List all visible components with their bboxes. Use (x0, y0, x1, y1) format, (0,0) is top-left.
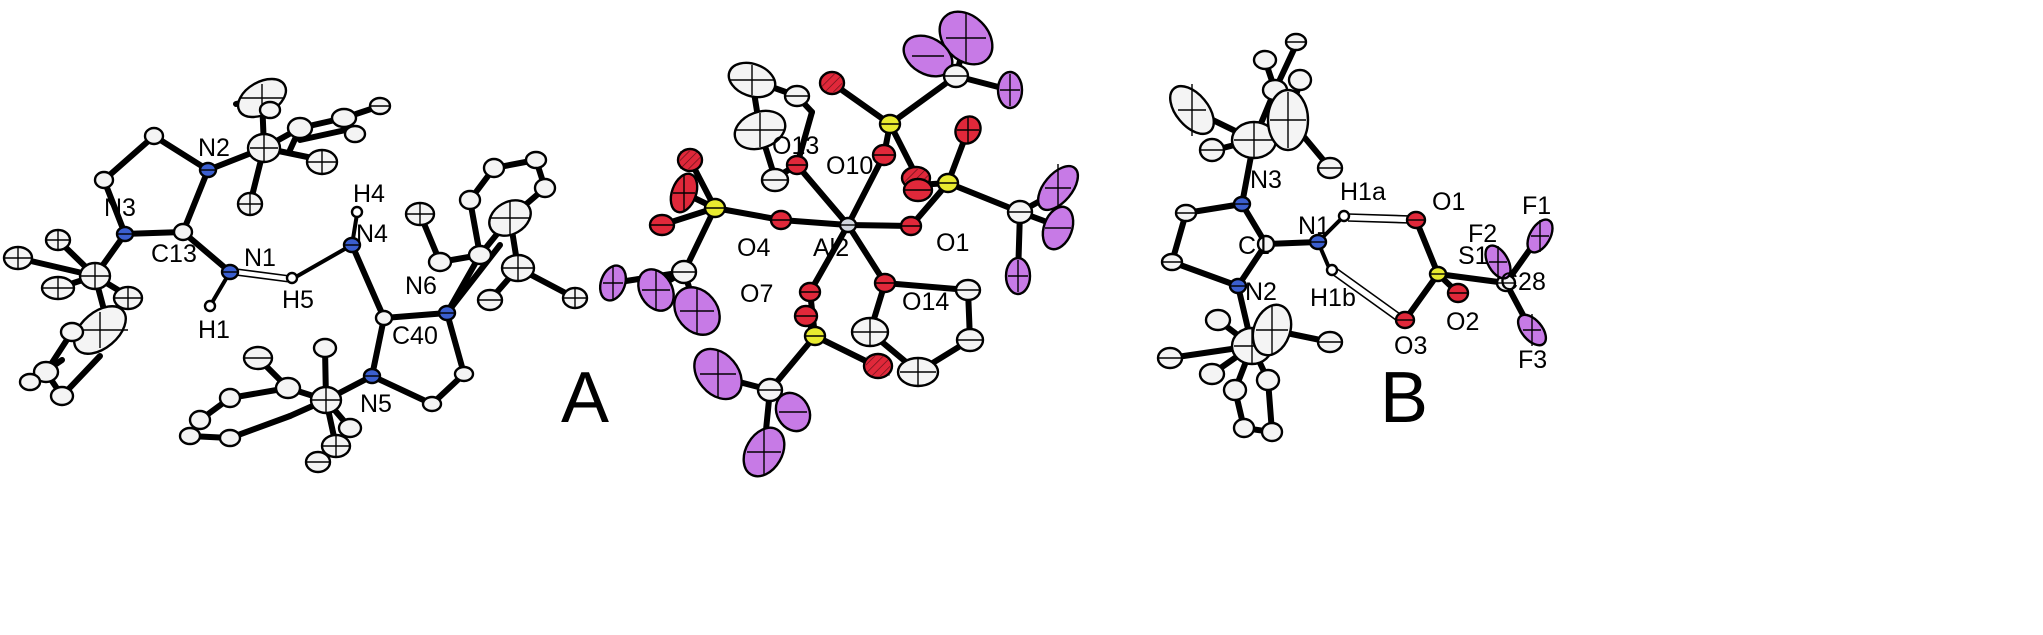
label-N2: N2 (198, 134, 230, 162)
label-N3: N3 (104, 194, 136, 222)
label-N1: N1 (244, 244, 276, 272)
panel-label-b: B (1380, 358, 1428, 438)
label-B-O1: O1 (1432, 188, 1465, 216)
label-O4: O4 (737, 234, 770, 262)
label-N5: N5 (360, 390, 392, 418)
panel-b-structure: N3 H1a O1 F1 N1 C1 F2 S1 C28 N2 H1b O2 O… (1156, 32, 1554, 443)
panel-b-labels: N3 H1a O1 F1 N1 C1 F2 S1 C28 N2 H1b O2 O… (1238, 166, 1551, 374)
panel-a-hydrogen-bond (235, 244, 352, 283)
label-B-C28: C28 (1500, 268, 1546, 296)
panel-a-cation-pair: N2 N3 C13 N1 H4 N4 H5 H1 N6 C40 N5 (2, 77, 589, 474)
label-B-O2: O2 (1446, 308, 1479, 336)
label-B-H1a: H1a (1340, 178, 1386, 206)
label-B-F2: F2 (1468, 220, 1497, 248)
label-O1: O1 (936, 229, 969, 257)
panel-a-aluminium-complex: O13 O10 O4 Al2 O1 O7 O14 A (561, 10, 1080, 478)
label-B-F1: F1 (1522, 192, 1551, 220)
label-B-N3: N3 (1250, 166, 1282, 194)
panel-b-atoms (1156, 32, 1554, 443)
panel-a-cation-labels: N2 N3 C13 N1 H4 N4 H5 H1 N6 C40 N5 (104, 134, 438, 418)
label-B-N1: N1 (1298, 212, 1330, 240)
label-O14: O14 (902, 288, 949, 316)
label-B-O3: O3 (1394, 332, 1427, 360)
label-B-C1: C1 (1238, 232, 1270, 260)
label-C40: C40 (392, 322, 438, 350)
label-Al2: Al2 (813, 234, 849, 262)
panel-b-hydrogen-bonds (1331, 213, 1411, 321)
label-O7: O7 (740, 280, 773, 308)
label-B-N2: N2 (1245, 278, 1277, 306)
label-O13: O13 (772, 132, 819, 160)
label-N6: N6 (405, 272, 437, 300)
label-B-H1b: H1b (1310, 284, 1356, 312)
label-B-S1: S1 (1458, 242, 1489, 270)
panel-a-al-labels: O13 O10 O4 Al2 O1 O7 O14 (737, 132, 969, 316)
label-B-F3: F3 (1518, 346, 1547, 374)
label-H5: H5 (282, 286, 314, 314)
label-N4: N4 (356, 220, 388, 248)
panel-label-a: A (561, 358, 609, 438)
label-H4: H4 (353, 180, 385, 208)
panel-a-cation-atoms (2, 77, 589, 474)
panel-a-al-atoms (598, 10, 1080, 478)
label-O10: O10 (826, 152, 873, 180)
label-H1: H1 (198, 316, 230, 344)
label-C13: C13 (151, 240, 197, 268)
